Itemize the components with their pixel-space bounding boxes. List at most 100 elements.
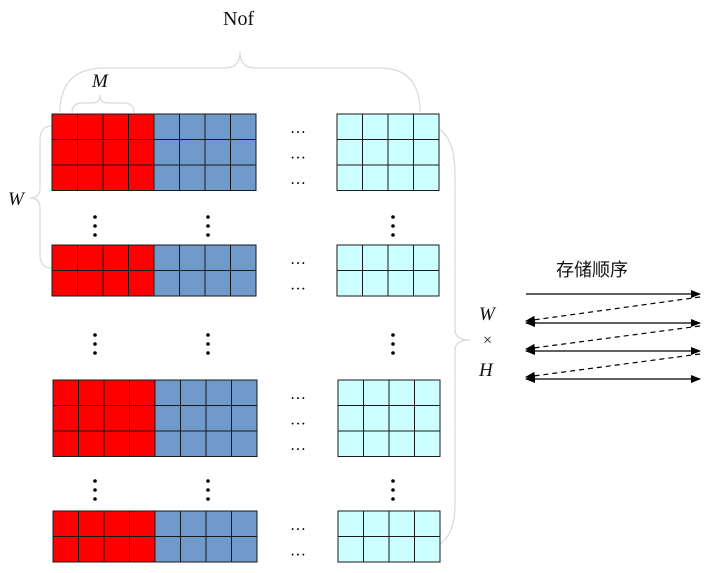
- grid-cell: [362, 244, 389, 271]
- grid-cell: [51, 270, 78, 297]
- vertical-ellipsis-dot: [93, 497, 97, 501]
- grid-cell: [180, 405, 207, 432]
- grid-cell: [102, 244, 129, 271]
- grid-cell: [52, 510, 79, 537]
- grid-cell: [180, 379, 207, 406]
- grid-cell: [103, 536, 130, 563]
- grid-cell: [362, 139, 389, 166]
- grid-cell: [52, 405, 79, 432]
- grid-cell: [231, 405, 258, 432]
- horizontal-ellipsis: …: [290, 543, 306, 560]
- vertical-ellipsis-dot: [206, 479, 210, 483]
- grid-cell: [179, 164, 206, 191]
- order-diag-1: [525, 296, 701, 324]
- horizontal-ellipsis: …: [290, 437, 306, 454]
- grid-cell: [153, 244, 180, 271]
- vertical-ellipsis-dot: [206, 497, 210, 501]
- feature-block-red: [52, 379, 156, 457]
- grid-cell: [153, 164, 180, 191]
- vertical-ellipsis-dot: [391, 333, 395, 337]
- grid-cell: [388, 405, 415, 432]
- w-label: W: [8, 189, 24, 210]
- grid-cell: [128, 164, 155, 191]
- grid-cell: [363, 379, 390, 406]
- grid-cell: [414, 405, 441, 432]
- grid-cell: [128, 270, 155, 297]
- grid-cell: [387, 270, 414, 297]
- grid-cell: [204, 270, 231, 297]
- grid-cell: [78, 510, 105, 537]
- grid-cell: [413, 113, 440, 140]
- feature-block-red: [52, 510, 156, 563]
- grid-cell: [51, 164, 78, 191]
- grid-cell: [129, 510, 156, 537]
- grid-cell: [363, 510, 390, 537]
- grid-cell: [51, 244, 78, 271]
- vertical-ellipsis-dot: [391, 479, 395, 483]
- grid-cell: [154, 379, 181, 406]
- grid-cell: [129, 405, 156, 432]
- feature-block-blue: [154, 510, 258, 563]
- grid-cell: [128, 139, 155, 166]
- vertical-ellipsis-dot: [391, 497, 395, 501]
- vertical-ellipsis-dot: [206, 342, 210, 346]
- vertical-ellipsis-dot: [93, 224, 97, 228]
- vertical-ellipsis-dot: [391, 215, 395, 219]
- storage-order-title: 存储顺序: [556, 260, 628, 281]
- grid-cell: [102, 270, 129, 297]
- grid-cell: [205, 510, 232, 537]
- grid-cell: [77, 270, 104, 297]
- horizontal-ellipsis: …: [290, 251, 306, 268]
- grid-cell: [387, 113, 414, 140]
- vertical-ellipsis-dot: [391, 488, 395, 492]
- vertical-ellipsis-dot: [93, 333, 97, 337]
- grid-cell: [179, 139, 206, 166]
- times-label: ×: [483, 332, 493, 349]
- grid-cell: [51, 139, 78, 166]
- grid-cell: [180, 430, 207, 457]
- grid-cell: [154, 405, 181, 432]
- feature-block-cyan: [337, 510, 441, 563]
- grid-cell: [204, 244, 231, 271]
- grid-cell: [230, 139, 257, 166]
- grid-cell: [153, 113, 180, 140]
- vertical-ellipsis-dot: [206, 224, 210, 228]
- grid-cell: [231, 430, 258, 457]
- grid-cell: [336, 164, 363, 191]
- vertical-ellipsis-dot: [391, 342, 395, 346]
- w-brace: [29, 125, 53, 269]
- grid-cell: [77, 164, 104, 191]
- grid-cell: [387, 139, 414, 166]
- grid-cell: [204, 113, 231, 140]
- grid-cell: [77, 244, 104, 271]
- vertical-ellipsis-dot: [93, 233, 97, 237]
- grid-cell: [337, 379, 364, 406]
- grid-cell: [78, 536, 105, 563]
- grid-cell: [129, 536, 156, 563]
- feature-block-cyan: [337, 379, 441, 457]
- grid-cell: [363, 430, 390, 457]
- vertical-ellipsis-dot: [93, 342, 97, 346]
- grid-cell: [231, 510, 258, 537]
- grid-cell: [388, 510, 415, 537]
- wh-brace: [429, 125, 471, 549]
- grid-cell: [180, 510, 207, 537]
- nof-brace: [59, 51, 421, 113]
- grid-cell: [414, 510, 441, 537]
- order-diag-3: [525, 353, 701, 380]
- grid-cell: [388, 430, 415, 457]
- grid-cell: [414, 536, 441, 563]
- horizontal-ellipsis: …: [290, 517, 306, 534]
- vertical-ellipsis-dot: [93, 351, 97, 355]
- grid-cell: [362, 164, 389, 191]
- grid-cell: [52, 379, 79, 406]
- feature-block-cyan: [336, 113, 440, 191]
- h-dim-label: H: [479, 360, 493, 381]
- grid-cell: [180, 536, 207, 563]
- m-brace: [71, 94, 135, 114]
- horizontal-ellipsis: …: [290, 277, 306, 294]
- grid-cell: [102, 139, 129, 166]
- grid-cell: [336, 113, 363, 140]
